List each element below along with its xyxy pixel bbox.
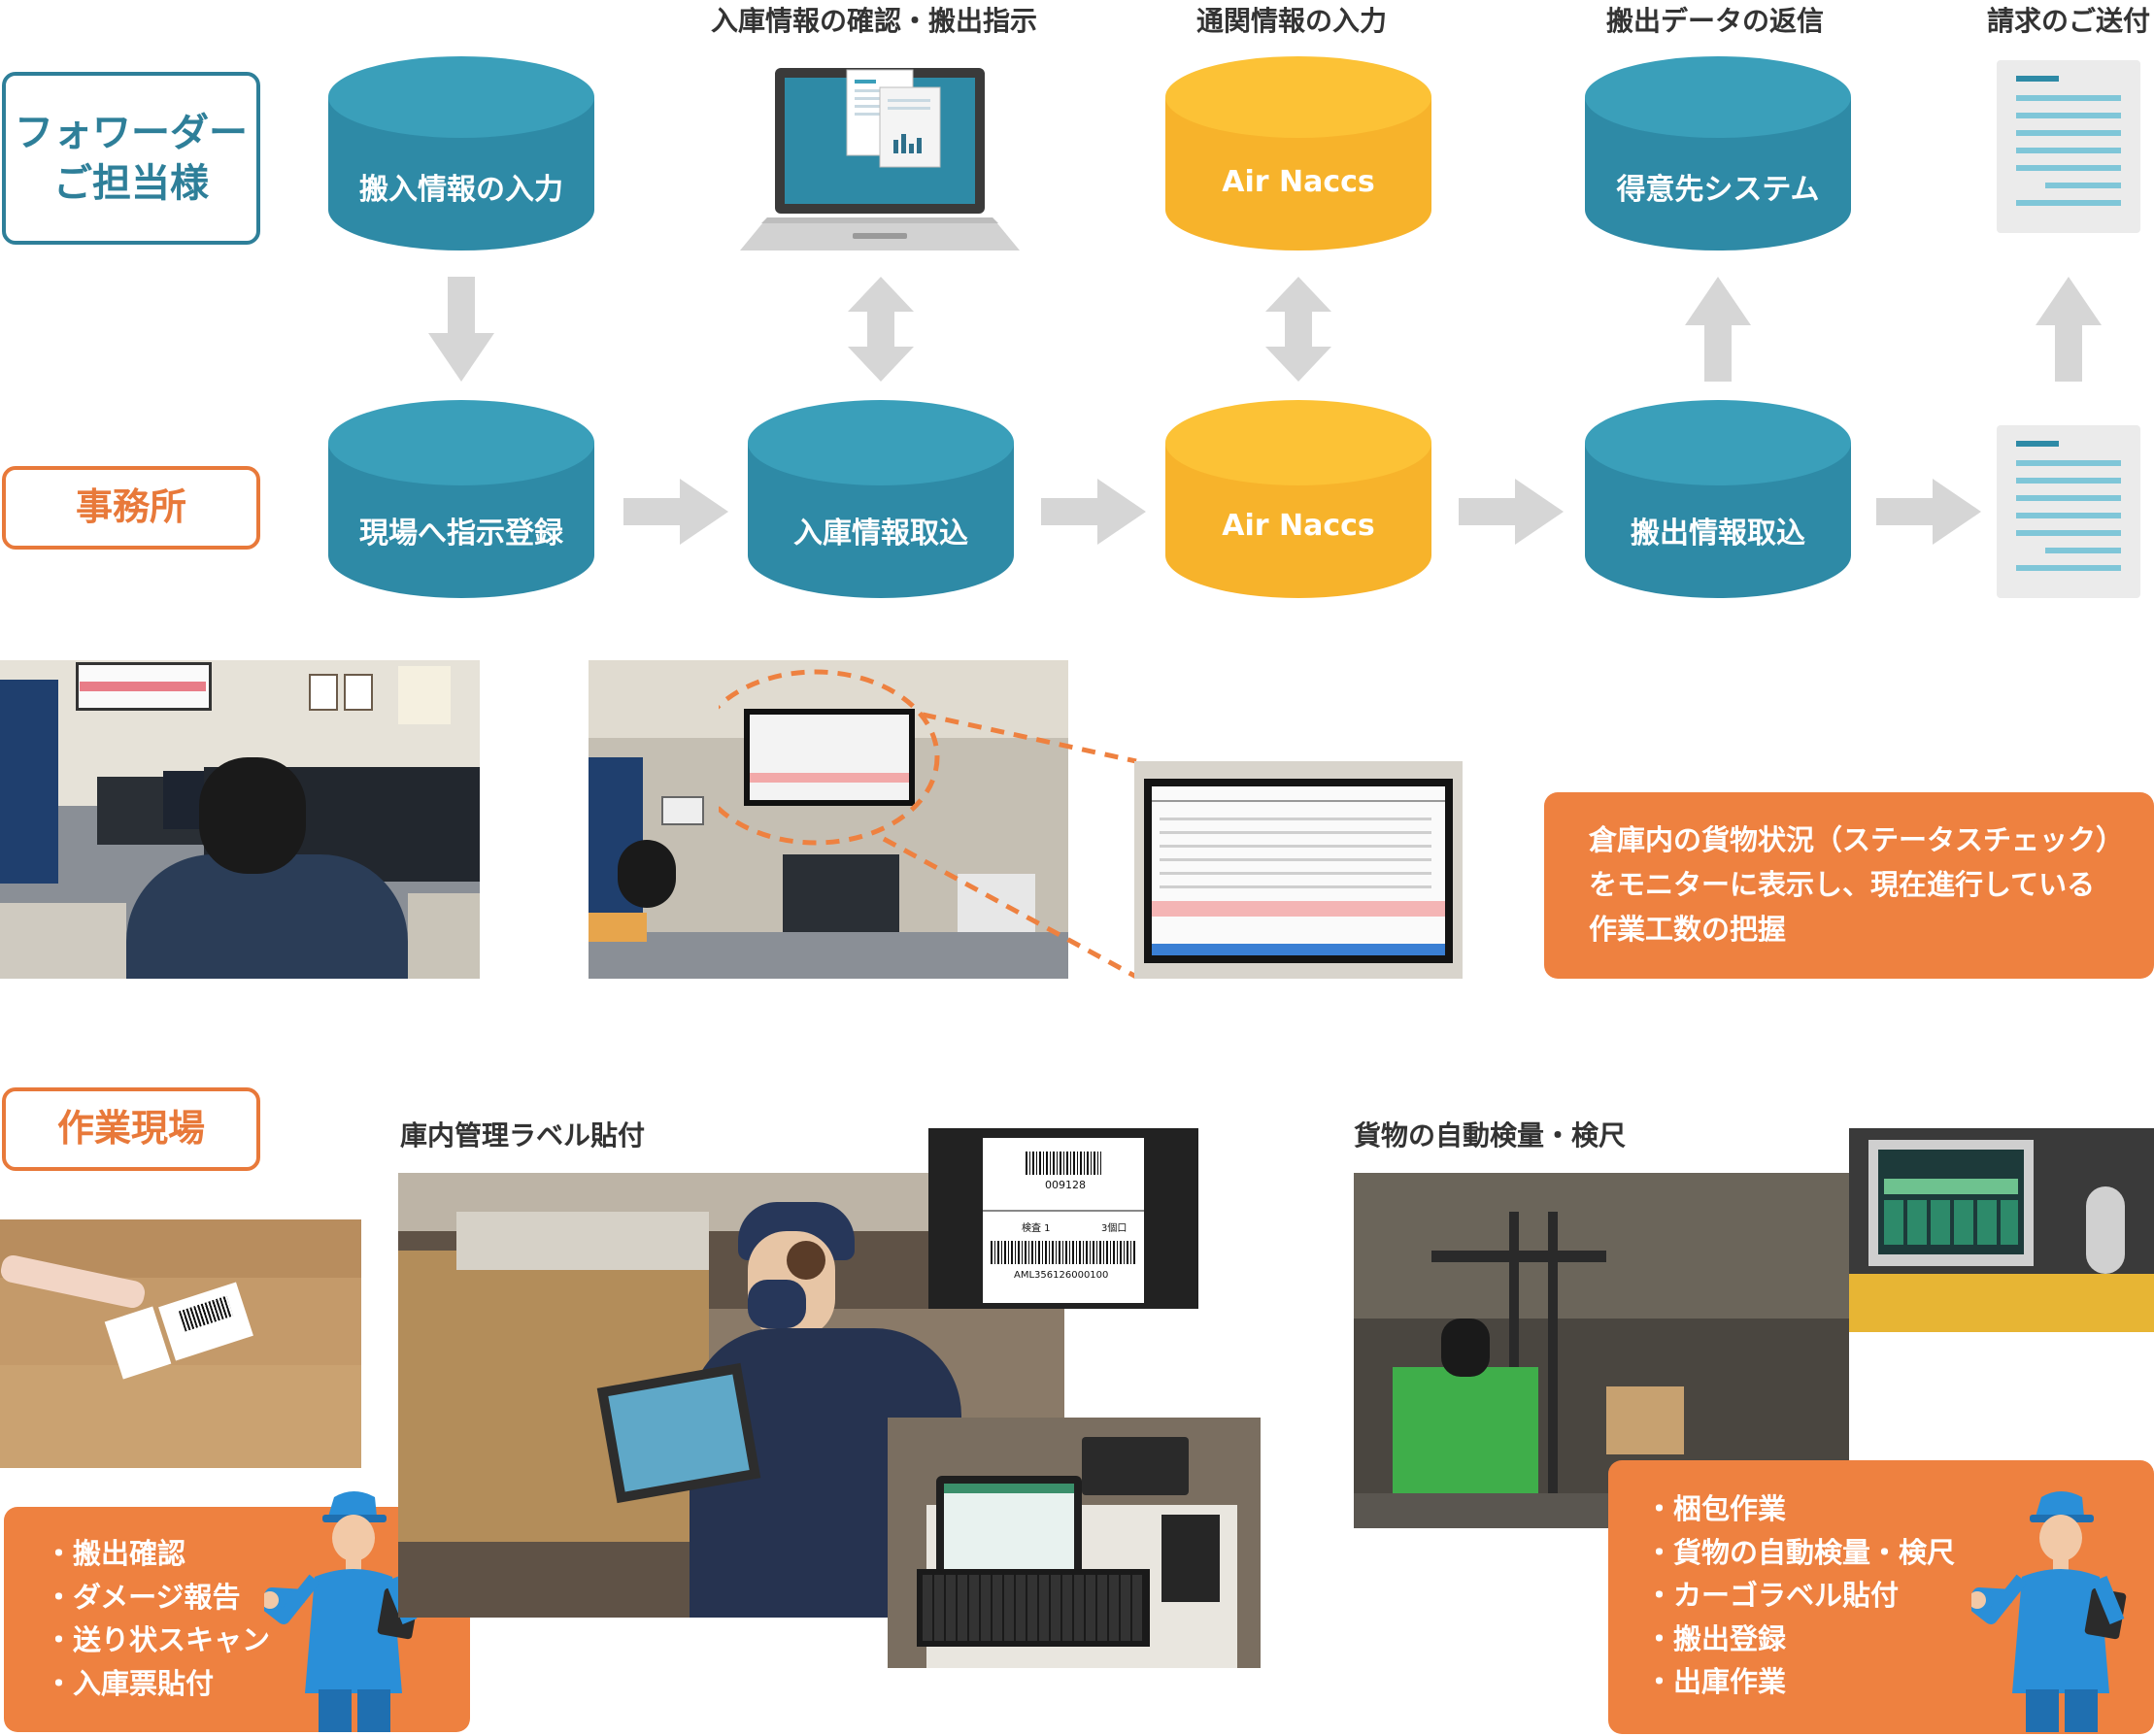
- monitor-note-line: をモニターに表示し、現在進行している: [1589, 868, 2096, 901]
- arrow-updown-icon: [848, 277, 914, 382]
- cylinder-import-out: 搬出情報取込: [1585, 400, 1851, 598]
- arrow-right-icon: [1041, 479, 1146, 545]
- cylinder-import-out-label: 搬出情報取込: [1631, 517, 1805, 551]
- forklift-photo: [1354, 1173, 1849, 1528]
- role-office: 事務所: [2, 466, 260, 550]
- cylinder-carry-in-input: 搬入情報の入力: [328, 56, 594, 250]
- role-forwarder: フォワーダー ご担当様: [2, 72, 260, 245]
- invoice-document-icon: [1997, 60, 2140, 233]
- role-office-label: 事務所: [75, 485, 186, 529]
- role-forwarder-label: フォワーダー ご担当様: [15, 111, 248, 206]
- arrow-right-icon: [1876, 479, 1981, 545]
- label-customs: 通関情報の入力: [1196, 5, 1388, 37]
- task-item: ・搬出確認: [45, 1537, 186, 1570]
- barcode-label-photo: 009128 検査 1 3個口 AML356126000100: [928, 1128, 1198, 1309]
- cylinder-carry-in-input-label: 搬入情報の入力: [359, 173, 563, 207]
- task-item: ・ダメージ報告: [45, 1580, 241, 1614]
- laptop-icon: [738, 60, 1022, 256]
- label-return: 搬出データの返信: [1606, 5, 1825, 37]
- arrow-right-icon: [623, 479, 728, 545]
- arrow-up-icon: [2036, 277, 2102, 382]
- office-photo-worker: [0, 660, 480, 979]
- cylinder-airnaccs-bottom: Air Naccs: [1165, 400, 1431, 598]
- arrow-down-icon: [428, 277, 494, 382]
- office-photo-monitor-room: [589, 660, 1068, 979]
- barcode-number: 009128: [1045, 1179, 1086, 1191]
- barcode-pieces: 3個口: [1101, 1223, 1127, 1234]
- arrow-up-icon: [1685, 277, 1751, 382]
- arrow-right-icon: [1459, 479, 1564, 545]
- weighing-monitor-photo: [1849, 1128, 2154, 1332]
- task-item: ・送り状スキャン: [45, 1623, 271, 1656]
- label-billing: 請求のご送付: [1987, 5, 2151, 37]
- monitor-note-box: 倉庫内の貨物状況（ステータスチェック） をモニターに表示し、現在進行している 作…: [1544, 792, 2154, 979]
- monitor-note-line: 作業工数の把握: [1589, 913, 1787, 946]
- cylinder-airnaccs-bottom-label: Air Naccs: [1222, 509, 1375, 543]
- task-item: ・貨物の自動検量・検尺: [1645, 1535, 1956, 1569]
- worker-with-tablet-icon: [1967, 1489, 2152, 1732]
- tablet-keyboard-photo: [888, 1418, 1261, 1668]
- barcode-inspection: 検査 1: [1022, 1223, 1051, 1234]
- arrow-updown-icon: [1265, 277, 1331, 382]
- cylinder-customer-system: 得意先システム: [1585, 56, 1851, 250]
- task-item: ・搬出登録: [1645, 1621, 1787, 1655]
- zoom-callout: [719, 669, 1138, 980]
- task-item: ・出庫作業: [1645, 1665, 1787, 1698]
- invoice-document-icon: [1997, 425, 2140, 598]
- cylinder-airnaccs-top-label: Air Naccs: [1222, 165, 1375, 199]
- role-site-label: 作業現場: [56, 1107, 205, 1151]
- right-tasks-list: ・梱包作業 ・貨物の自動検量・検尺 ・カーゴラベル貼付 ・搬出登録 ・出庫作業: [1645, 1487, 1955, 1704]
- caption-label: 庫内管理ラベル貼付: [400, 1119, 646, 1152]
- cylinder-site-register-label: 現場へ指示登録: [359, 517, 563, 551]
- monitor-note-line: 倉庫内の貨物状況（ステータスチェック）: [1589, 823, 2125, 856]
- task-item: ・入庫票貼付: [45, 1666, 215, 1700]
- cylinder-airnaccs-top: Air Naccs: [1165, 56, 1431, 250]
- role-site: 作業現場: [2, 1087, 260, 1171]
- caption-weigh: 貨物の自動検量・検尺: [1354, 1119, 1627, 1152]
- task-item: ・梱包作業: [1645, 1492, 1787, 1525]
- barcode-code: AML356126000100: [1014, 1270, 1109, 1281]
- box-label-photo: [0, 1219, 361, 1468]
- status-monitor-photo: [1134, 761, 1463, 979]
- cylinder-import-in: 入庫情報取込: [748, 400, 1014, 598]
- cylinder-import-in-label: 入庫情報取込: [793, 517, 968, 551]
- cylinder-customer-system-label: 得意先システム: [1616, 173, 1820, 207]
- worker-with-tablet-icon: [259, 1489, 445, 1732]
- task-item: ・カーゴラベル貼付: [1645, 1579, 1900, 1612]
- left-tasks-list: ・搬出確認 ・ダメージ報告 ・送り状スキャン ・入庫票貼付: [45, 1532, 270, 1705]
- label-confirm: 入庫情報の確認・搬出指示: [711, 5, 1038, 37]
- cylinder-site-register: 現場へ指示登録: [328, 400, 594, 598]
